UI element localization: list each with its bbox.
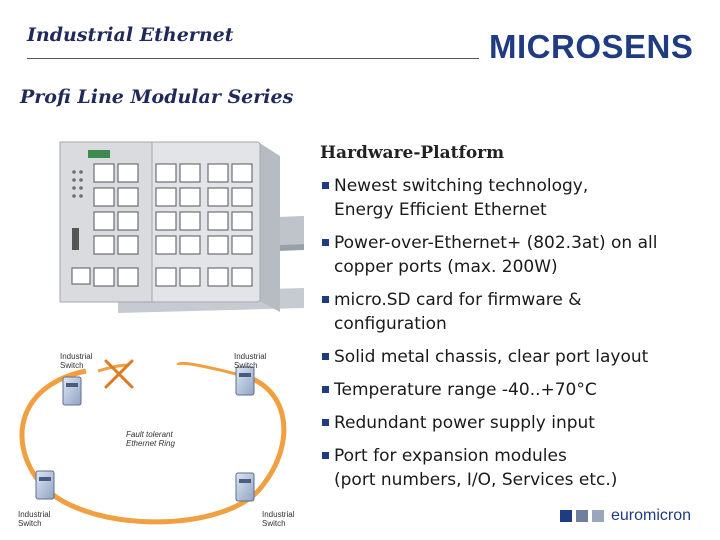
bullet-icon (322, 182, 329, 189)
bullet-icon (322, 296, 329, 303)
label-line: Ethernet Ring (126, 439, 175, 448)
label-line: Switch (18, 519, 42, 528)
label-line: Switch (234, 361, 258, 370)
logo-square-icon (592, 510, 604, 522)
bullet-icon (322, 419, 329, 426)
bullet-icon (322, 452, 329, 459)
euromicron-brand: euromicron (611, 507, 692, 524)
sd-card-slot (72, 228, 79, 250)
bullet-icon (322, 353, 329, 360)
bullet-icon (322, 239, 329, 246)
ring-segment (35, 478, 266, 525)
euromicron-logo: euromicron (560, 507, 692, 524)
feature-list: Newest switching technology, Energy Effi… (320, 174, 715, 492)
bullet-icon (322, 386, 329, 393)
page-subtitle: Profi Line Modular Series (20, 86, 294, 108)
status-leds (72, 170, 83, 198)
feature-item: Port for expansion modules (port numbers… (320, 444, 715, 492)
switch-icon (35, 470, 55, 500)
switch-icon (235, 366, 255, 396)
feature-item: Temperature range -40..+70°C (320, 378, 715, 402)
feature-item: Redundant power supply input (320, 411, 715, 435)
label-line: Switch (60, 361, 84, 370)
feature-item: micro.SD card for firmware & configurati… (320, 288, 715, 336)
logo-square-icon (576, 510, 588, 522)
label-line: Switch (262, 519, 286, 528)
feature-item: Solid metal chassis, clear port layout (320, 345, 715, 369)
feature-item: Power-over-Ethernet+ (802.3at) on all co… (320, 231, 715, 279)
feature-item: Newest switching technology, Energy Effi… (320, 174, 715, 222)
ring-segment (239, 372, 287, 487)
power-terminal (88, 150, 110, 158)
logo-square-icon (560, 510, 572, 522)
switch-icon (62, 376, 82, 406)
broken-link-x-icon (104, 359, 134, 389)
switch-icon (235, 472, 255, 502)
switch-product-image (59, 141, 304, 313)
header-divider (27, 58, 479, 59)
microsens-logo: MICROSENS (489, 28, 694, 65)
section-title: Hardware-Platform (320, 143, 505, 163)
header-title: Industrial Ethernet (27, 24, 234, 46)
rj45-ports (71, 163, 253, 287)
